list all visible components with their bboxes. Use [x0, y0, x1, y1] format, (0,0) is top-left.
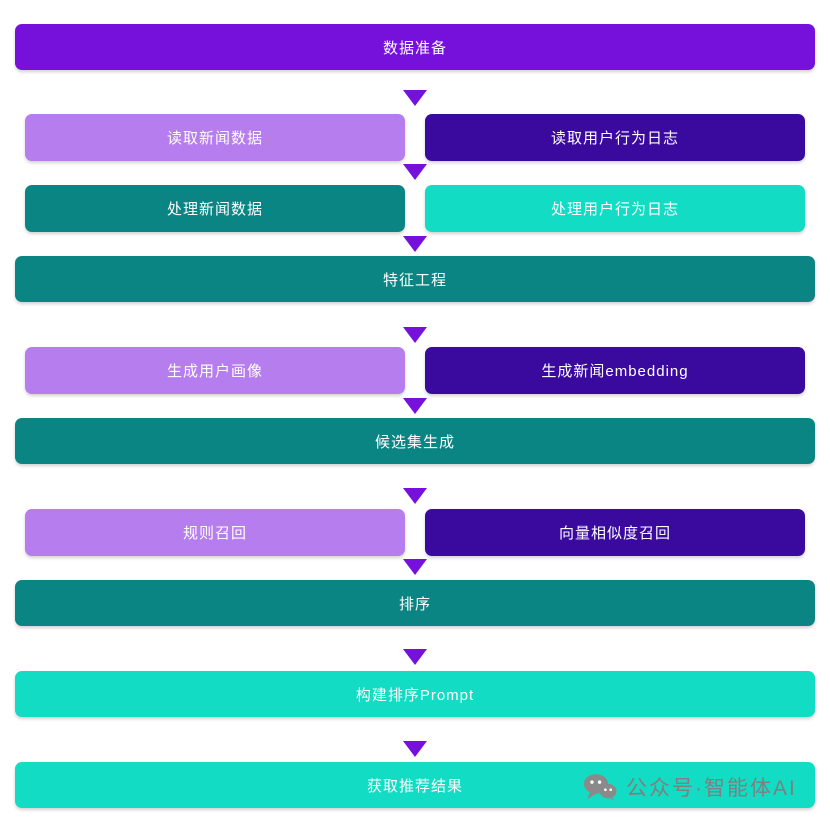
down-arrow-icon [403, 398, 427, 414]
node-candidate-generation: 候选集生成 [15, 418, 815, 464]
node-feature-engineering: 特征工程 [15, 256, 815, 302]
node-get-recommendation-results: 获取推荐结果 [15, 762, 815, 808]
node-vector-similarity-recall: 向量相似度召回 [425, 509, 805, 556]
down-arrow-icon [403, 236, 427, 252]
node-generate-news-embedding: 生成新闻embedding [425, 347, 805, 394]
node-ranking: 排序 [15, 580, 815, 626]
watermark-text: 公众号·智能体AI [626, 777, 797, 800]
node-data-prep: 数据准备 [15, 24, 815, 70]
node-read-user-logs: 读取用户行为日志 [425, 114, 805, 161]
node-read-news: 读取新闻数据 [25, 114, 405, 161]
down-arrow-icon [403, 488, 427, 504]
node-generate-user-profile: 生成用户画像 [25, 347, 405, 394]
down-arrow-icon [403, 649, 427, 665]
node-build-ranking-prompt: 构建排序Prompt [15, 671, 815, 717]
down-arrow-icon [403, 90, 427, 106]
wechat-icon [583, 773, 617, 802]
node-process-user-logs: 处理用户行为日志 [425, 185, 805, 232]
node-rule-recall: 规则召回 [25, 509, 405, 556]
down-arrow-icon [403, 164, 427, 180]
down-arrow-icon [403, 559, 427, 575]
down-arrow-icon [403, 741, 427, 757]
node-process-news: 处理新闻数据 [25, 185, 405, 232]
down-arrow-icon [403, 327, 427, 343]
watermark: 公众号·智能体AI [583, 772, 797, 802]
